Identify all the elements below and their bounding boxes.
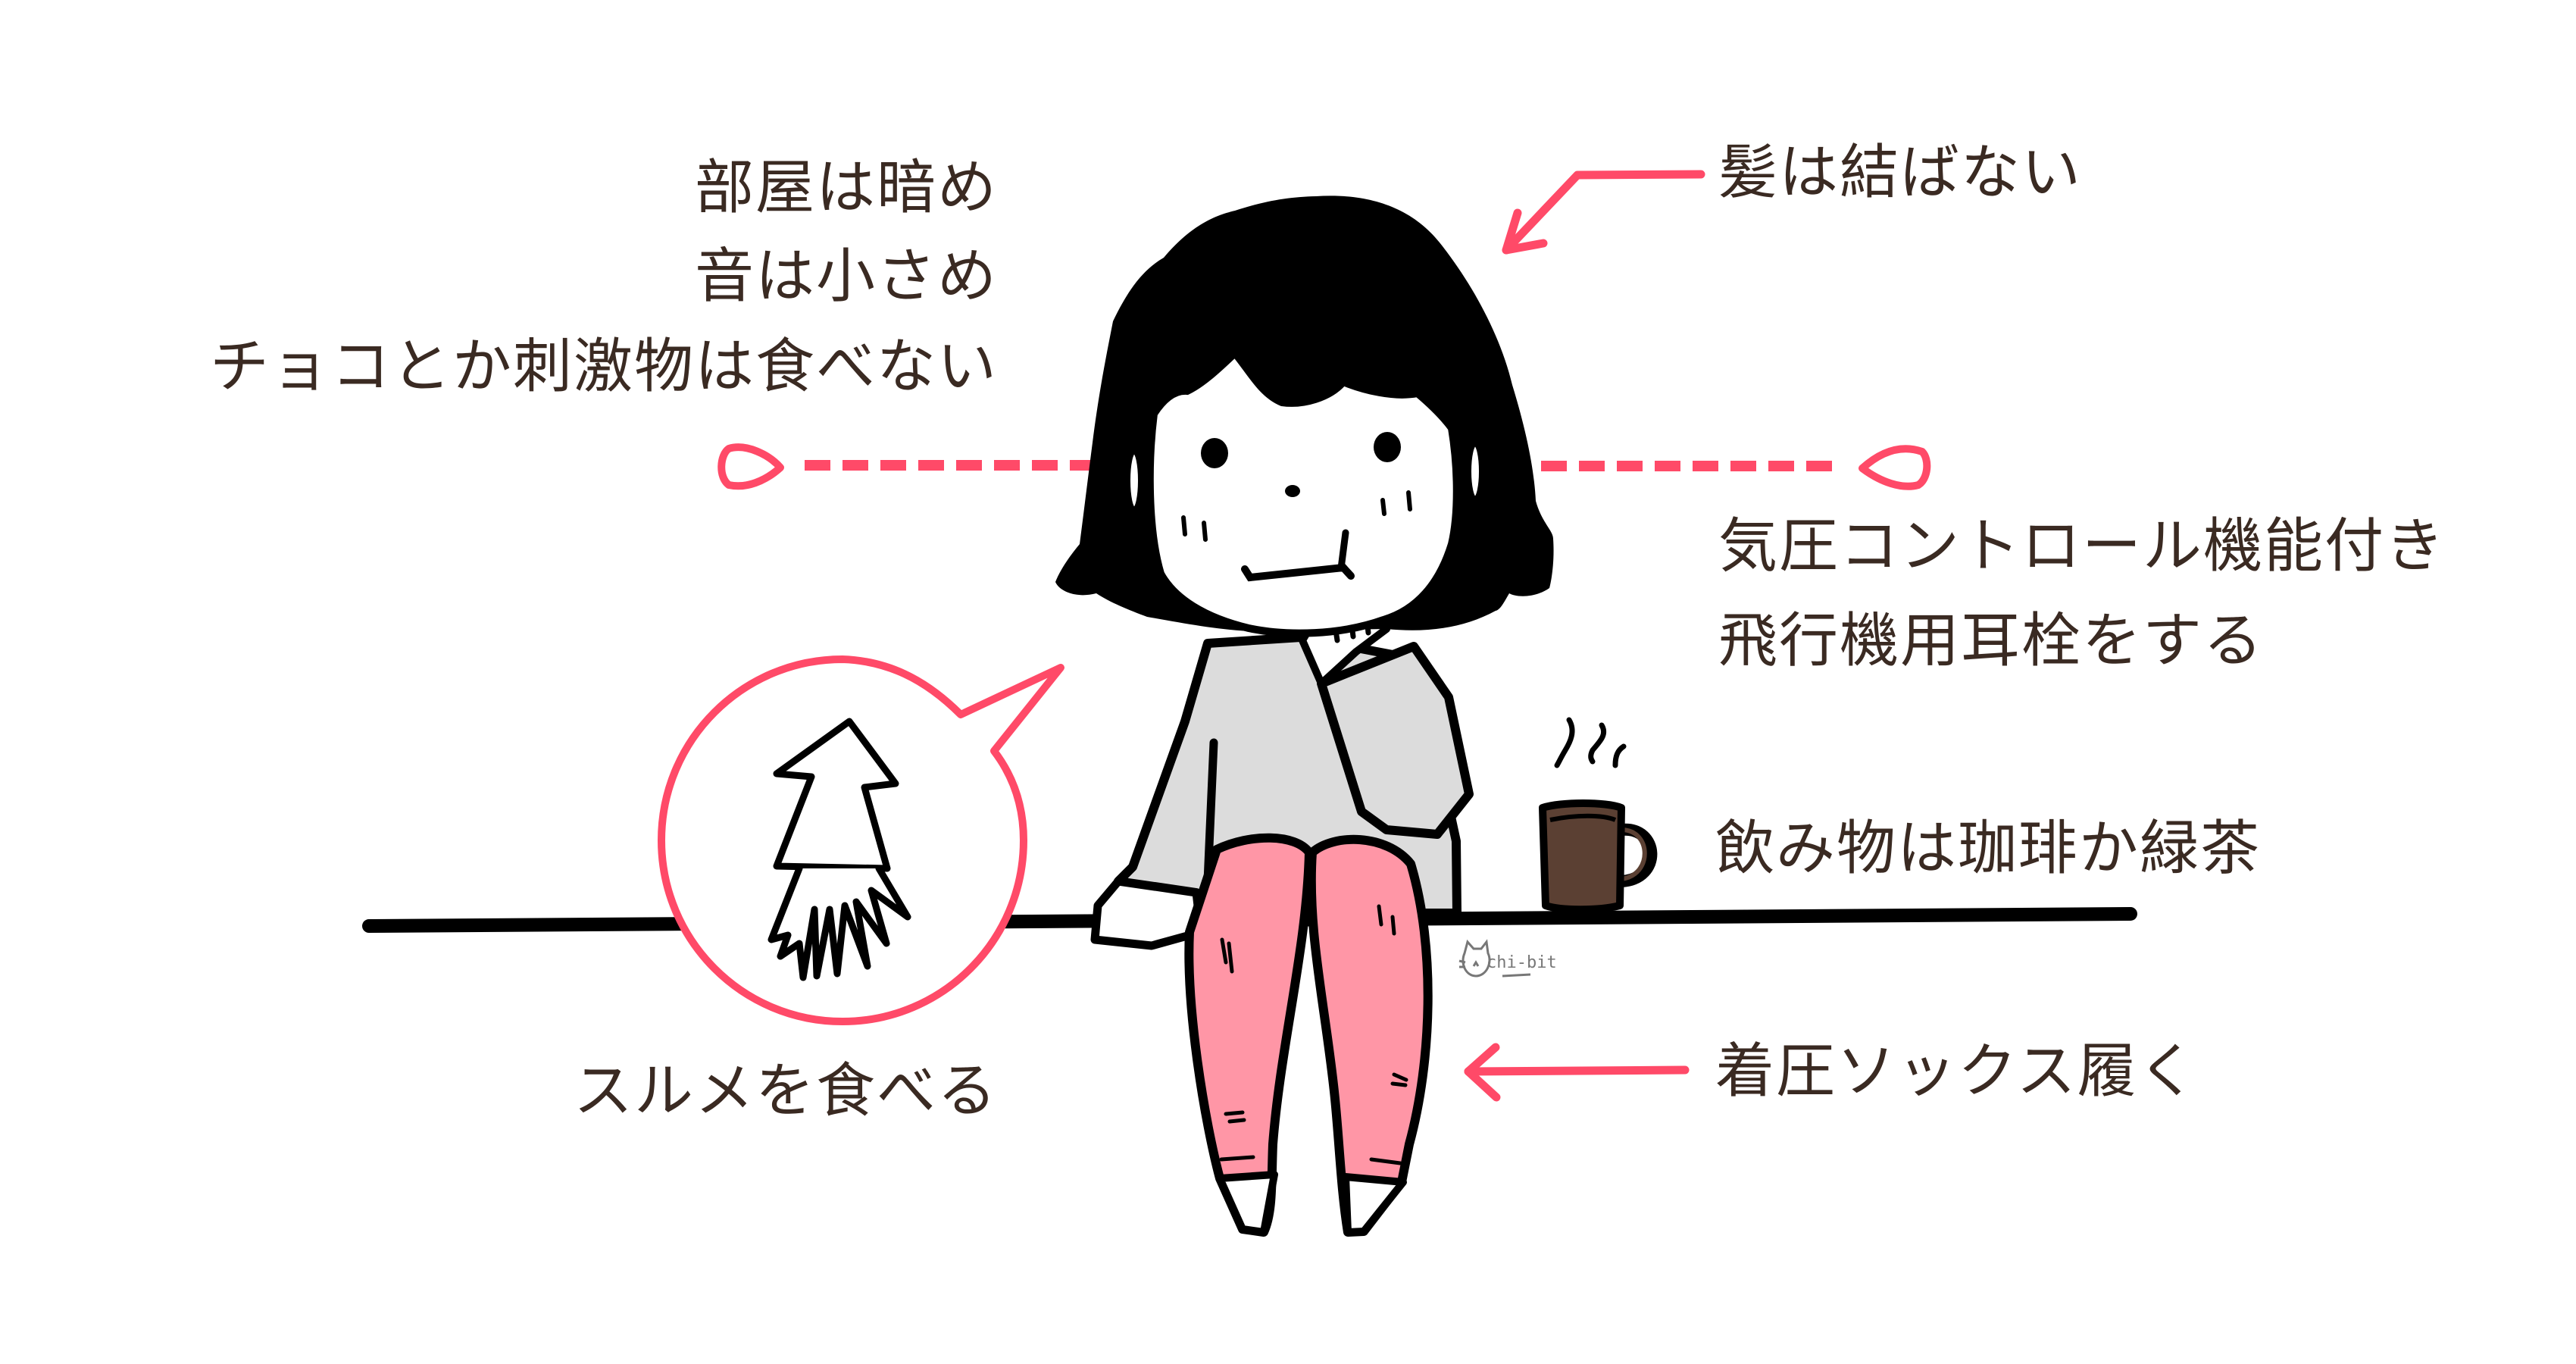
left-eye [1201, 438, 1228, 468]
earplug-guide [717, 443, 1931, 490]
label-sound-low: 音は小さめ [694, 242, 998, 311]
face [1146, 347, 1461, 637]
label-snack: スルメを食べる [573, 1057, 998, 1125]
dried-squid-icon [767, 718, 911, 981]
coffee-mug-icon [1539, 799, 1658, 914]
label-earplugs-line2: 飛行機用耳栓をする [1718, 607, 2265, 675]
label-hair: 髪は結ばない [1718, 139, 2083, 207]
socks-arrow-icon [1464, 1043, 1690, 1102]
label-drink: 飲み物は珈琲か緑茶 [1715, 815, 2262, 883]
label-no-stimulants: チョコとか刺激物は食べない [209, 333, 998, 401]
watermark-text: chi-bit [1487, 953, 1557, 972]
earplug-left-icon [717, 443, 784, 490]
right-leg [1306, 834, 1433, 1237]
label-earplugs-line1: 気圧コントロール機能付き [1718, 512, 2446, 580]
cat-face-icon [1458, 939, 1531, 978]
left-leg [1184, 833, 1314, 1237]
label-socks: 着圧ソックス履く [1715, 1037, 2199, 1106]
girl-figure [1055, 196, 1554, 1237]
earplug-right-icon [1859, 445, 1931, 490]
steam-icon [1554, 717, 1627, 768]
right-eye [1374, 432, 1401, 462]
label-room-dark: 部屋は暗め [694, 154, 998, 222]
hair-arrow-icon [1502, 170, 1705, 255]
